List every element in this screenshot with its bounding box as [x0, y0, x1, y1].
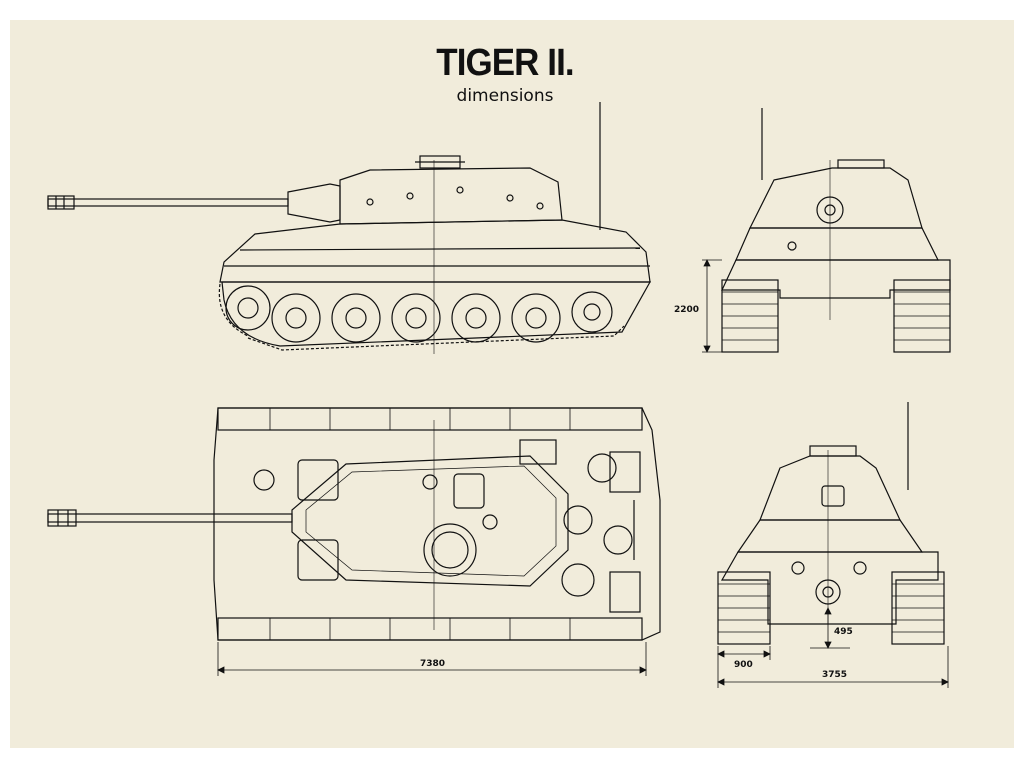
top-turret	[291, 455, 569, 587]
top-hull	[213, 407, 661, 641]
top-gun-barrel	[47, 513, 293, 523]
side-track	[221, 281, 652, 347]
front-upper-glacis	[735, 227, 939, 261]
page-title: TIGER II.	[436, 42, 574, 84]
top-commander-cupola	[423, 523, 477, 577]
ground-clearance-dimension	[810, 607, 850, 649]
height-dimension-label: 2200	[674, 305, 699, 315]
overall-width-label: 3755	[822, 670, 847, 680]
rear-view: 495 900 3755	[717, 402, 949, 688]
track-width-dimension	[717, 646, 771, 688]
rear-hull	[720, 551, 939, 625]
height-dimension	[702, 259, 722, 353]
length-dimension	[217, 642, 647, 676]
rear-deck	[736, 519, 924, 553]
tank-blueprint-drawing: 2200	[47, 102, 951, 688]
track-width-label: 900	[734, 660, 753, 670]
top-muzzle-brake	[47, 509, 77, 527]
top-right-fender	[217, 617, 643, 641]
side-view	[47, 102, 652, 354]
side-turret	[339, 167, 563, 225]
blueprint-sheet: TIGER II. dimensions	[10, 20, 1014, 748]
page-subtitle: dimensions	[456, 86, 554, 106]
side-hull-upper	[219, 219, 651, 283]
length-dimension-label: 7380	[420, 659, 445, 669]
side-road-wheels	[225, 285, 613, 343]
front-hull	[721, 259, 951, 299]
rear-turret	[759, 455, 901, 521]
top-view: 7380	[47, 407, 661, 676]
top-engine-deck	[519, 439, 641, 613]
ground-clearance-label: 495	[834, 627, 853, 637]
front-view: 2200	[674, 108, 951, 353]
overall-width-dimension	[717, 646, 949, 688]
side-gun-mantlet	[287, 183, 341, 223]
top-left-fender	[217, 407, 643, 431]
side-gun-barrel	[47, 198, 289, 207]
side-muzzle-brake	[47, 195, 75, 210]
